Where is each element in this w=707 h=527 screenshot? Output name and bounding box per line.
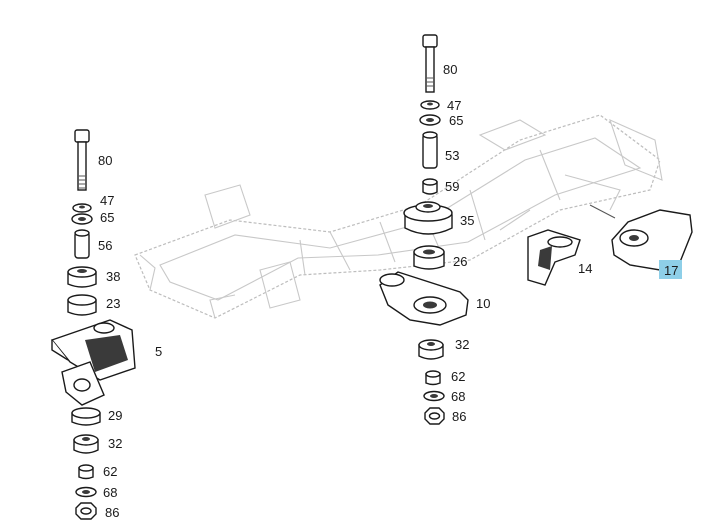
left-washer-47-icon (72, 203, 92, 213)
center-washer-47-icon (420, 100, 440, 110)
center-bushing-32-icon (418, 339, 444, 360)
label-center-washer-47: 47 (447, 98, 461, 113)
center-mount-35-icon (403, 201, 453, 235)
center-sleeve-53-icon (422, 131, 438, 169)
left-washer-65-icon (71, 213, 93, 225)
left-sleeve-56-icon (74, 229, 90, 259)
center-bushing-26-icon (413, 245, 445, 270)
label-left-bushing-23: 23 (106, 296, 120, 311)
label-center-washer-68: 68 (451, 389, 465, 404)
label-left-washer-68: 68 (103, 485, 117, 500)
left-bushing-23-icon (67, 294, 97, 316)
label-center-mount-35: 35 (460, 213, 474, 228)
left-bushing-29-icon (71, 407, 101, 426)
label-left-sleeve-56: 56 (98, 238, 112, 253)
label-center-bracket-10: 10 (476, 296, 490, 311)
label-center-nut-86: 86 (452, 409, 466, 424)
left-spacer-62-icon (78, 464, 94, 480)
center-bolt-icon (422, 34, 438, 93)
label-left-bracket-5: 5 (155, 344, 162, 359)
label-left-washer-65: 65 (100, 210, 114, 225)
center-nut-86-icon (424, 407, 445, 425)
left-bushing-38-icon (67, 266, 97, 288)
left-nut-86-icon (75, 502, 97, 520)
label-left-washer-47: 47 (100, 193, 114, 208)
label-17-highlight (659, 260, 682, 279)
label-left-bolt: 80 (98, 153, 112, 168)
left-bushing-32-icon (73, 434, 99, 454)
label-left-bushing-29: 29 (108, 408, 122, 423)
chassis-frame (134, 114, 663, 319)
cover-17-icon (611, 209, 693, 271)
label-center-sleeve-53: 53 (445, 148, 459, 163)
label-left-bushing-38: 38 (106, 269, 120, 284)
label-center-washer-65: 65 (449, 113, 463, 128)
left-bolt-icon (74, 129, 90, 191)
label-center-spacer-62: 62 (451, 369, 465, 384)
center-spacer-59-icon (422, 178, 438, 195)
label-left-bushing-32: 32 (108, 436, 122, 451)
leader-line-17 (589, 204, 616, 219)
label-bracket-14: 14 (578, 261, 592, 276)
left-washer-68-icon (75, 486, 97, 498)
label-left-spacer-62: 62 (103, 464, 117, 479)
label-left-nut-86: 86 (105, 505, 119, 520)
left-bracket-5-icon (50, 319, 136, 406)
center-spacer-62-icon (425, 370, 441, 386)
center-washer-65-icon (419, 114, 441, 126)
label-cover-17: 17 (664, 263, 678, 278)
center-bracket-10-icon (379, 271, 469, 326)
label-center-bolt: 80 (443, 62, 457, 77)
label-center-bushing-32: 32 (455, 337, 469, 352)
label-center-spacer-59: 59 (445, 179, 459, 194)
bracket-14-icon (527, 229, 581, 286)
center-washer-68-icon (423, 390, 445, 402)
label-center-bushing-26: 26 (453, 254, 467, 269)
